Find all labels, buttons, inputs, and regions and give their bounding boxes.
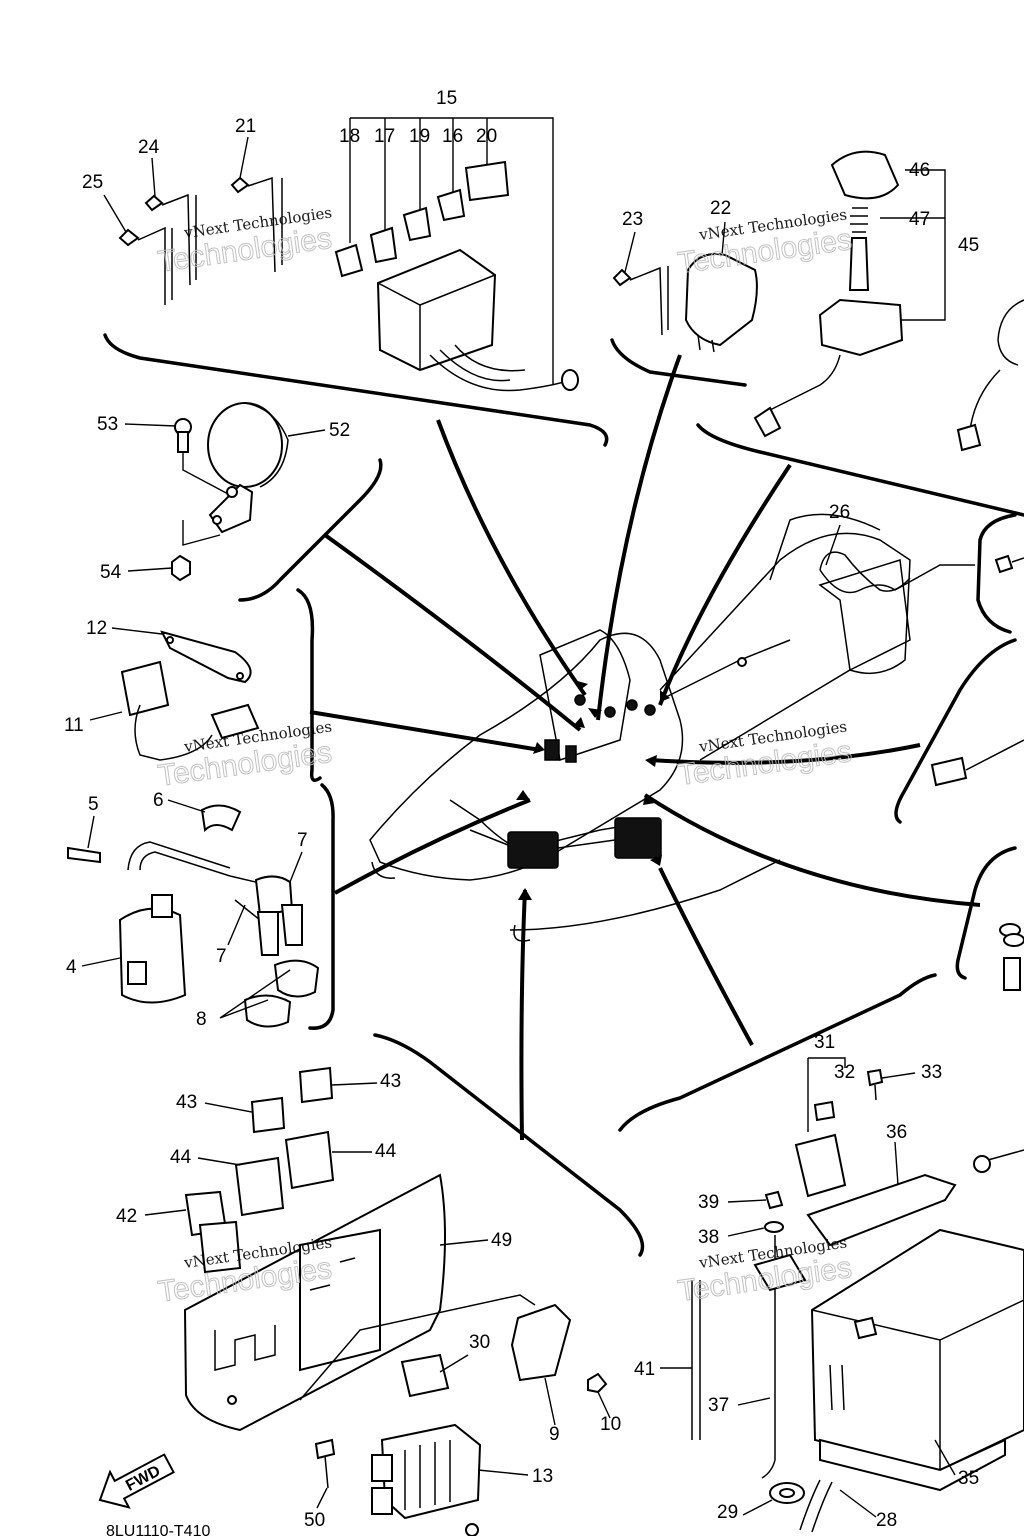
panel-outlines [103,333,1024,1257]
label-37: 37 [708,1395,729,1416]
label-44-right: 44 [375,1141,397,1162]
label-13: 13 [532,1466,553,1487]
watermarks: vNext Technologies Technologies vNext Te… [155,203,854,1309]
label-45: 45 [958,235,979,256]
drawing-code: 8LU1110-T410 [106,1523,210,1536]
label-50: 50 [304,1510,325,1531]
relay-cylinder-22 [684,253,758,353]
label-29: 29 [717,1502,738,1523]
leader-lines [81,136,956,1518]
part-labels: 15 18 17 19 16 20 21 24 25 23 22 46 47 4… [64,88,979,1531]
right-edge-parts [930,554,1024,991]
label-46: 46 [909,160,930,181]
label-38: 38 [698,1227,719,1248]
label-52: 52 [329,420,350,441]
label-19: 19 [409,126,430,147]
label-25: 25 [82,172,103,193]
ignition-coil-group [67,804,320,1028]
label-4: 4 [66,957,77,978]
label-23: 23 [622,209,643,230]
label-47: 47 [909,209,930,230]
fuse-box-group [334,117,579,392]
label-20: 20 [476,126,497,147]
label-41: 41 [634,1359,655,1380]
cable-26 [819,524,911,592]
forward-direction-arrow: FWD [98,1453,175,1509]
label-30: 30 [469,1332,490,1353]
label-36: 36 [886,1122,907,1143]
choke-knob-group [753,150,1024,452]
label-5: 5 [88,794,99,815]
label-53: 53 [97,414,118,435]
label-54: 54 [100,562,122,583]
pointer-lines [309,354,981,1141]
left-cowl-box [507,831,559,869]
label-26: 26 [829,502,850,523]
right-cowl-box [614,817,662,859]
label-17: 17 [374,126,395,147]
label-9: 9 [549,1424,560,1445]
label-8: 8 [196,1009,207,1030]
label-28: 28 [876,1510,897,1531]
label-49: 49 [491,1230,512,1251]
label-12: 12 [86,618,107,639]
clamp-parts-group [118,176,283,305]
label-21: 21 [235,116,256,137]
battery-group [691,1057,1024,1533]
sensor-group [120,630,260,761]
label-15: 15 [436,88,457,109]
label-22: 22 [710,198,731,219]
label-31: 31 [814,1032,835,1053]
label-7-lower: 7 [216,946,227,967]
label-43-right: 43 [380,1071,401,1092]
gauge-group [171,402,289,582]
label-43-left: 43 [176,1092,197,1113]
label-7-upper: 7 [297,830,308,851]
label-11: 11 [64,715,84,736]
label-33: 33 [921,1062,942,1083]
clamp-part-23 [612,266,669,336]
label-39: 39 [698,1192,719,1213]
relay-panel-group [183,1066,608,1536]
label-24: 24 [138,137,160,158]
label-16: 16 [442,126,463,147]
label-18: 18 [339,126,360,147]
label-10: 10 [600,1414,621,1435]
snowmobile-overview [369,513,975,942]
label-32: 32 [834,1062,855,1083]
label-35: 35 [958,1468,979,1489]
label-6: 6 [153,790,164,811]
label-42: 42 [116,1206,137,1227]
label-44-left: 44 [170,1147,192,1168]
